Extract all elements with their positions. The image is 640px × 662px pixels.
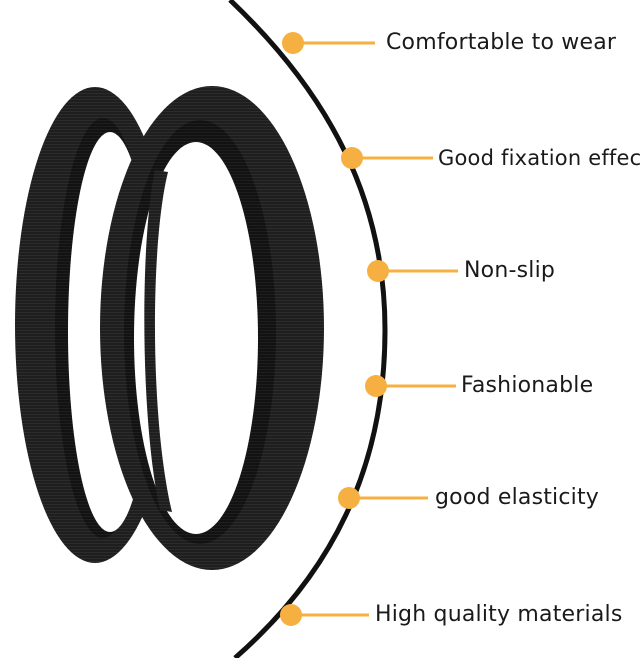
orange-dot-icon — [282, 32, 304, 54]
feature-label-fashionable: Fashionable — [461, 373, 594, 398]
feature-label-comfortable: Comfortable to wear — [386, 30, 617, 55]
feature-label-fixation: Good fixation effect — [438, 146, 640, 170]
armband-front — [100, 86, 324, 570]
orange-dot-icon — [341, 147, 363, 169]
orange-dot-icon — [367, 260, 389, 282]
decorative-arc — [228, 0, 388, 660]
feature-label-elasticity: good elasticity — [435, 485, 600, 510]
feature-connectors — [291, 41, 458, 617]
orange-dot-icon — [338, 487, 360, 509]
feature-label-materials: High quality materials — [375, 602, 623, 627]
feature-markers — [280, 32, 389, 626]
orange-dot-icon — [280, 604, 302, 626]
feature-label-non-slip: Non-slip — [464, 258, 556, 283]
orange-dot-icon — [365, 375, 387, 397]
